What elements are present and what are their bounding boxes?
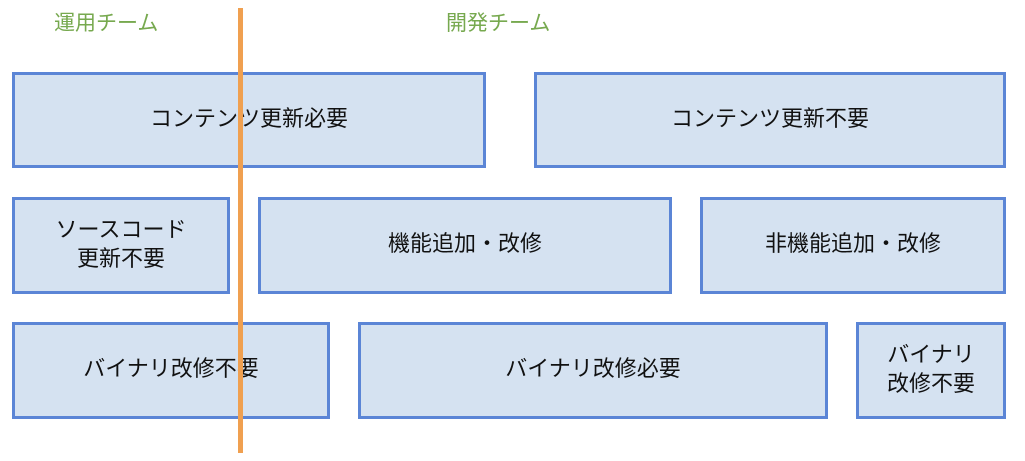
ops-team-label: 運用チーム	[54, 11, 159, 35]
box-label: バイナリ改修不要	[83, 357, 259, 383]
binary-change-unneeded-box-small: バイナリ 改修不要	[856, 322, 1006, 419]
binary-change-unneeded-box: バイナリ改修不要	[12, 322, 330, 419]
team-divider-line	[238, 8, 243, 453]
box-label: コンテンツ更新必要	[149, 106, 348, 132]
source-code-update-unneeded-box: ソースコード 更新不要	[12, 197, 230, 294]
binary-change-required-box: バイナリ改修必要	[358, 322, 828, 419]
box-label: 非機能追加・改修	[764, 232, 941, 258]
box-label: コンテンツ更新不要	[670, 106, 869, 132]
box-label: バイナリ 改修不要	[886, 342, 975, 397]
non-functional-change-box: 非機能追加・改修	[700, 197, 1006, 294]
box-label: バイナリ改修必要	[505, 357, 681, 383]
box-label: 機能追加・改修	[387, 232, 542, 258]
box-label: ソースコード 更新不要	[55, 217, 187, 272]
functional-change-box: 機能追加・改修	[258, 197, 672, 294]
content-update-required-box: コンテンツ更新必要	[12, 72, 486, 168]
content-update-unneeded-box: コンテンツ更新不要	[534, 72, 1006, 168]
dev-team-label: 開発チーム	[446, 11, 551, 35]
